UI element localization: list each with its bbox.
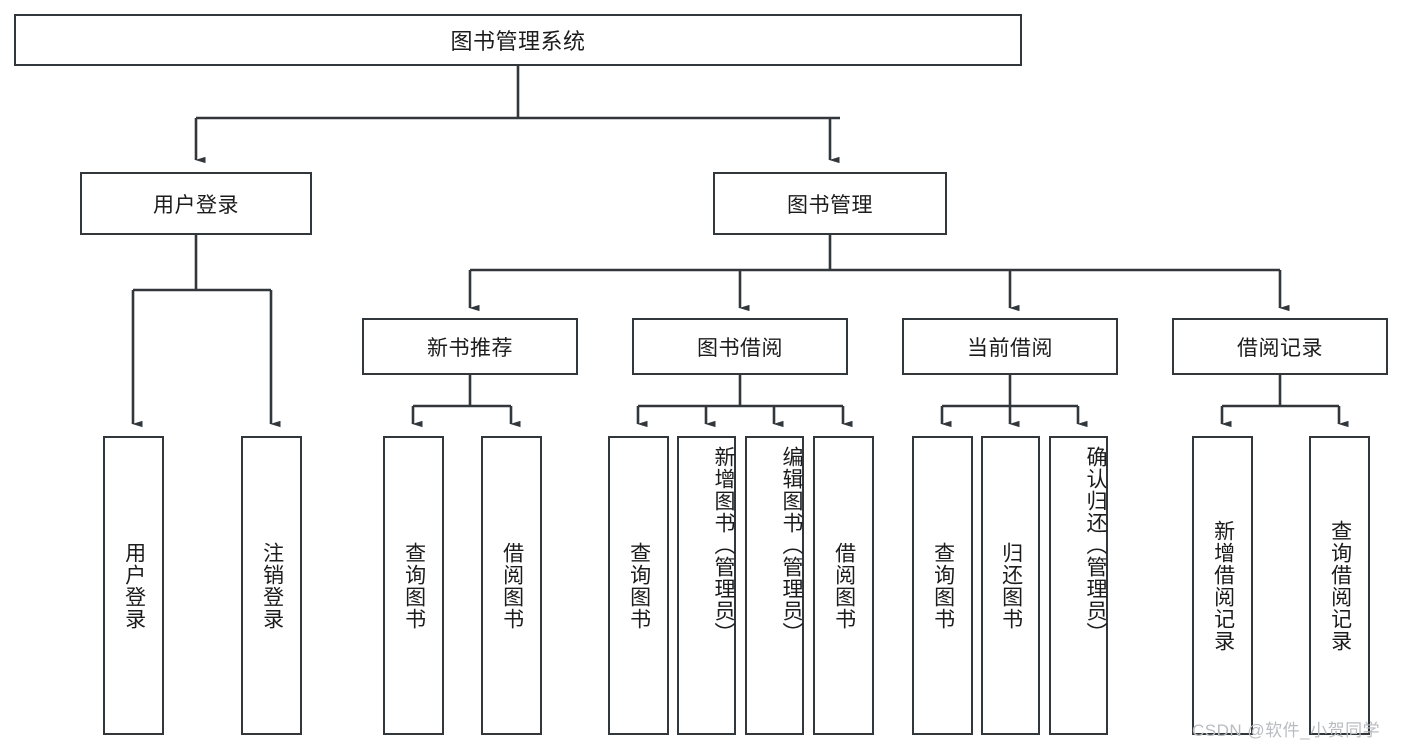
leaf-query-book-current[interactable]: 查询图书 bbox=[912, 436, 973, 735]
leaf-edit-book-admin[interactable]: 编辑图书（管理员） bbox=[745, 436, 804, 735]
leaf-query-borrow-record[interactable]: 查询借阅记录 bbox=[1309, 436, 1370, 735]
leaf-confirm-return-admin[interactable]: 确认归还（管理员） bbox=[1049, 436, 1108, 735]
leaf-borrow-book-recommendation[interactable]: 借阅图书 bbox=[481, 436, 542, 735]
leaf-user-logout[interactable]: 注销登录 bbox=[241, 436, 302, 735]
node-borrow-record[interactable]: 借阅记录 bbox=[1172, 318, 1388, 375]
node-root[interactable]: 图书管理系统 bbox=[14, 14, 1022, 66]
leaf-add-book-admin[interactable]: 新增图书（管理员） bbox=[677, 436, 736, 735]
leaf-add-borrow-record[interactable]: 新增借阅记录 bbox=[1192, 436, 1253, 735]
csdn-watermark: CSDN @软件_小贺同学 bbox=[1192, 721, 1381, 740]
node-new-book-recommendation[interactable]: 新书推荐 bbox=[362, 318, 578, 375]
leaf-query-book-borrow[interactable]: 查询图书 bbox=[608, 436, 669, 735]
node-book-manage[interactable]: 图书管理 bbox=[713, 172, 947, 235]
leaf-user-login[interactable]: 用户登录 bbox=[103, 436, 164, 735]
node-book-borrow[interactable]: 图书借阅 bbox=[632, 318, 848, 375]
node-current-borrow[interactable]: 当前借阅 bbox=[902, 318, 1118, 375]
leaf-query-book-recommendation[interactable]: 查询图书 bbox=[383, 436, 444, 735]
node-user-login[interactable]: 用户登录 bbox=[80, 172, 312, 235]
leaf-borrow-book-borrow[interactable]: 借阅图书 bbox=[813, 436, 874, 735]
leaf-return-book[interactable]: 归还图书 bbox=[981, 436, 1040, 735]
